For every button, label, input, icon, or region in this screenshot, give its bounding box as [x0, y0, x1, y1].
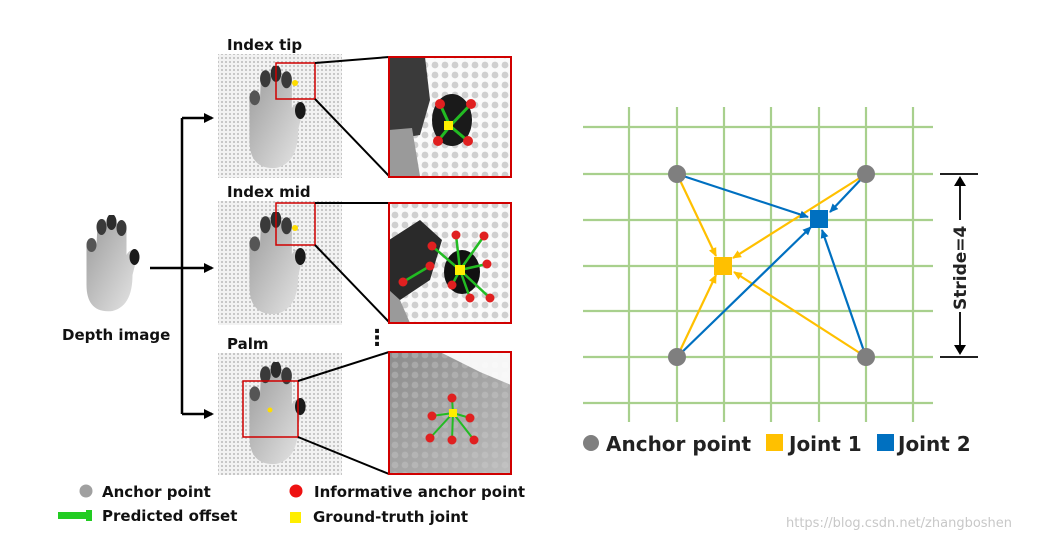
legend-gt-label: Ground-truth joint: [313, 508, 468, 526]
anchor-point: [857, 165, 875, 183]
row-index-tip-heatmap: [218, 54, 390, 178]
ellipsis: ⋮: [366, 326, 388, 351]
anchor-points: [668, 165, 875, 366]
stride-label: Stride=4: [951, 225, 971, 310]
crop-box: [242, 380, 299, 438]
row-palm-heatmap: [218, 351, 390, 475]
input-depth-image: [86, 215, 140, 312]
legend-joint1-swatch: [766, 434, 783, 451]
anchor-swatch: [79, 484, 93, 498]
crop-box: [275, 62, 316, 100]
row-index-tip-zoom: [388, 56, 512, 178]
joint1-marker: [714, 257, 732, 275]
row-index-mid-zoom: [388, 202, 512, 324]
anchor-point: [668, 165, 686, 183]
legend-joint1-text: Joint 1: [787, 432, 862, 456]
legend-offset-label: Predicted offset: [102, 507, 237, 525]
row-title-palm: Palm: [227, 335, 268, 353]
legend-joint2-swatch: [877, 434, 894, 451]
crop-box: [275, 202, 316, 246]
anchor-grid: [583, 107, 933, 422]
watermark: https://blog.csdn.net/zhangboshen: [786, 516, 1012, 531]
gt-swatch: [290, 512, 301, 523]
row-palm-zoom: [388, 351, 512, 475]
left-legend: Anchor point Informative anchor point Pr…: [58, 483, 525, 526]
legend-anchor-label: Anchor point: [102, 483, 211, 501]
anchor-point: [668, 348, 686, 366]
legend-anchor-text: Anchor point: [606, 432, 752, 456]
depth-image-label: Depth image: [62, 326, 170, 344]
legend-informative-label: Informative anchor point: [314, 483, 525, 501]
joint2-marker: [810, 210, 828, 228]
informative-swatch: [289, 484, 303, 498]
legend-joint2-text: Joint 2: [896, 432, 971, 456]
anchor-point: [857, 348, 875, 366]
offset-swatch: [58, 512, 88, 519]
right-legend: Anchor point Joint 1 Joint 2: [583, 432, 971, 456]
branch-arrows: [150, 113, 214, 419]
row-title-index-tip: Index tip: [227, 36, 302, 54]
row-index-mid-heatmap: [218, 201, 390, 325]
legend-anchor-swatch: [583, 435, 599, 451]
row-title-index-mid: Index mid: [227, 183, 311, 201]
